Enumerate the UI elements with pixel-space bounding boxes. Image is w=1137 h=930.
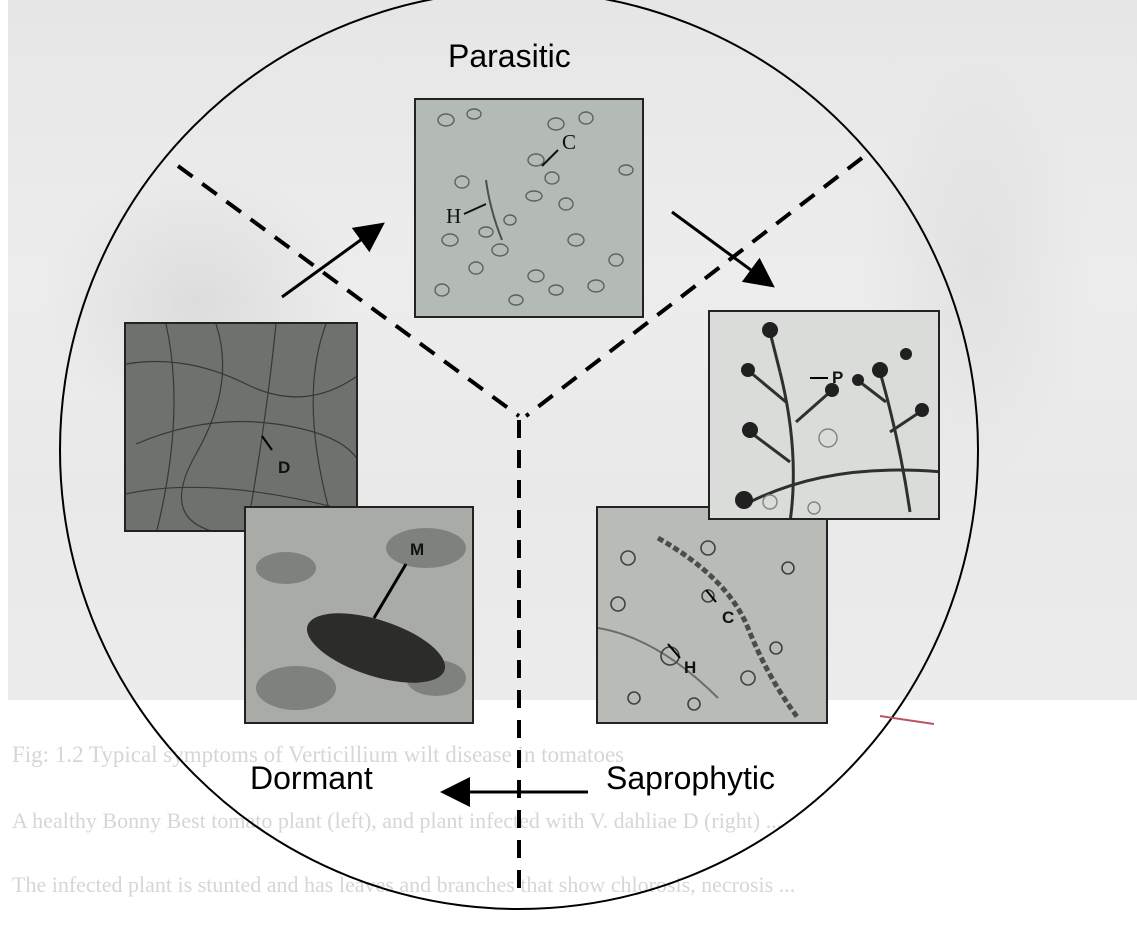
label-hyphae-saprophytic: H (684, 658, 696, 678)
phialides-texture (710, 312, 940, 520)
label-hyphae: H (446, 204, 461, 229)
stage-label-saprophytic: Saprophytic (606, 760, 775, 797)
label-conidia: C (562, 130, 576, 155)
label-microsclerotia: M (410, 540, 424, 560)
arrow-parasitic-to-saprophytic (672, 212, 770, 284)
stage-label-dormant: Dormant (250, 760, 373, 797)
arrow-dormant-to-parasitic (282, 226, 380, 297)
micrograph-conidia-hyphae: C H (596, 506, 828, 724)
microsclerotia-texture (246, 508, 474, 724)
micrograph-phialides: P (708, 310, 940, 520)
dark-hyphae-texture (126, 324, 358, 532)
stage-label-parasitic: Parasitic (448, 38, 571, 75)
micrograph-conidia: C H (414, 98, 644, 318)
micrograph-dark-hyphae: D (124, 322, 358, 532)
label-dark-hyphae: D (278, 458, 290, 478)
micrograph-microsclerotia: M (244, 506, 474, 724)
label-conidia-saprophytic: C (722, 608, 734, 628)
conidia-hyphae-texture (598, 508, 828, 724)
label-phialides: P (832, 368, 843, 388)
